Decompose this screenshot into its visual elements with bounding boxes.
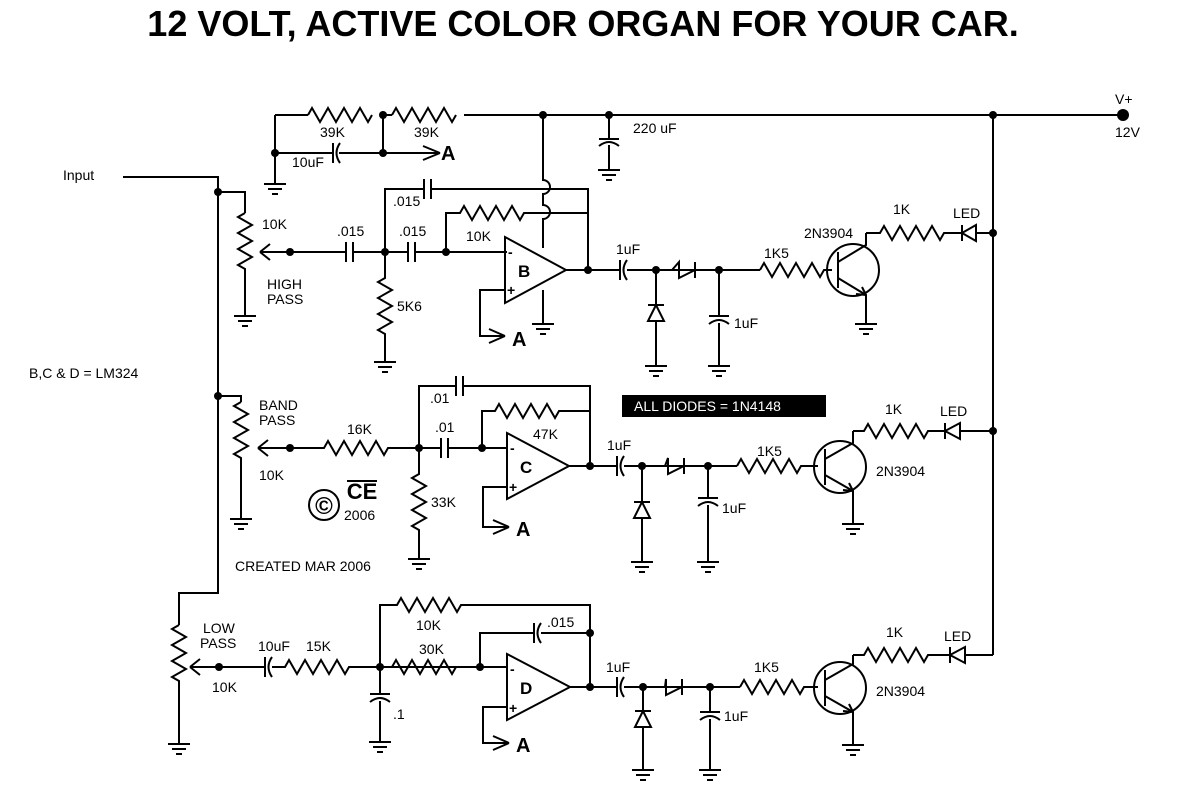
low-bias-node-label: A: [516, 735, 530, 757]
low-rled-label: 1K: [886, 624, 904, 640]
high-cfilt-label: 1uF: [734, 315, 758, 331]
opamp-c: [506, 431, 572, 501]
vplus-terminal: [1117, 109, 1129, 121]
band-led-label: LED: [940, 403, 967, 419]
high-bias-node-label: A: [512, 329, 526, 351]
high-pot-label-2: PASS: [267, 291, 303, 307]
low-cout-label: 1uF: [606, 659, 630, 675]
svg-text:-: -: [510, 440, 515, 456]
band-c1-label: .01: [435, 419, 455, 435]
ic-note: B,C & D = LM324: [29, 365, 139, 381]
opamp-d: [506, 652, 573, 722]
low-pass-channel: LOW PASS 10K 10uF 15K 30K .1 10K .015 D …: [167, 595, 993, 781]
page-title: 12 VOLT, ACTIVE COLOR ORGAN FOR YOUR CAR…: [147, 3, 1018, 44]
opamp-b: [504, 235, 569, 305]
low-rfb-outer-label: 10K: [416, 617, 442, 633]
low-led-label: LED: [944, 628, 971, 644]
high-rgnd-label: 5K6: [397, 298, 422, 314]
low-pot-label-2: PASS: [200, 635, 236, 651]
svg-text:+: +: [509, 700, 517, 716]
svg-text:+: +: [507, 282, 515, 298]
band-rgnd-label: 33K: [431, 494, 457, 510]
band-bias-node-label: A: [516, 519, 530, 541]
high-rled-label: 1K: [893, 201, 911, 217]
band-transistor-label: 2N3904: [876, 463, 925, 479]
opamp-c-label: C: [520, 458, 532, 477]
band-pot-label: 10K: [259, 467, 285, 483]
high-pot-label: 10K: [262, 216, 288, 232]
input-label: Input: [63, 167, 94, 183]
created-note: CREATED MAR 2006: [235, 558, 371, 574]
diodes-note: ALL DIODES = 1N4148: [634, 398, 781, 414]
low-pot-label-1: LOW: [203, 620, 236, 636]
bias-r2-label: 39K: [414, 124, 440, 140]
band-pass-channel: BAND PASS 10K 16K .01 .01 47K 33K C - + …: [229, 376, 993, 574]
supply-cap-label: 220 uF: [633, 120, 677, 136]
band-cfb-label: .01: [430, 390, 450, 406]
bias-r1-label: 39K: [320, 124, 346, 140]
band-pot-label-2: PASS: [259, 412, 295, 428]
high-transistor-label: 2N3904: [804, 225, 853, 241]
opamp-b-label: B: [518, 262, 530, 281]
band-cfilt-label: 1uF: [722, 500, 746, 516]
supply-rail: V+ 12V 220 uF: [539, 91, 1141, 655]
diodes-note-box: [622, 395, 826, 417]
band-rin-label: 16K: [347, 421, 373, 437]
svg-text:-: -: [510, 661, 515, 677]
logo-year: 2006: [344, 507, 375, 523]
high-pass-channel: 10K HIGH PASS .015 .015 .015 10K 5K6 B -…: [233, 115, 993, 377]
low-pot-label: 10K: [212, 679, 238, 695]
svg-text:+: +: [509, 479, 517, 495]
low-cfb-label: .015: [547, 614, 574, 630]
low-rin-label: 15K: [306, 638, 332, 654]
bias-node-label: A: [441, 143, 455, 165]
high-cfb-label: .015: [393, 193, 420, 209]
high-c1-label: .015: [337, 223, 364, 239]
bias-network: 39K 39K 10uF A: [263, 105, 543, 195]
high-c2-label: .015: [399, 223, 426, 239]
high-rbase-label: 1K5: [764, 245, 789, 261]
opamp-d-label: D: [520, 679, 532, 698]
low-transistor-label: 2N3904: [876, 683, 925, 699]
low-rbase-label: 1K5: [754, 659, 779, 675]
band-rfb-label: 47K: [533, 426, 559, 442]
svg-text:-: -: [508, 244, 513, 260]
bias-cap-label: 10uF: [292, 154, 324, 170]
high-led-label: LED: [953, 205, 980, 221]
svg-text:CE: CE: [347, 479, 378, 504]
low-cfilt-label: 1uF: [724, 708, 748, 724]
vplus-label: V+: [1115, 91, 1133, 107]
svg-text:©: ©: [315, 493, 333, 520]
band-pot-label-1: BAND: [259, 397, 298, 413]
band-rbase-label: 1K5: [757, 443, 782, 459]
supply-voltage-label: 12V: [1115, 124, 1141, 140]
band-cout-label: 1uF: [607, 437, 631, 453]
input-bus: Input B,C & D = LM324: [29, 167, 246, 625]
high-cout-label: 1uF: [616, 241, 640, 257]
band-rled-label: 1K: [885, 401, 903, 417]
low-cin-label: 10uF: [258, 638, 290, 654]
high-pot-label-1: HIGH: [267, 276, 302, 292]
low-rin2-label: 30K: [419, 641, 445, 657]
high-rfb-label: 10K: [466, 228, 492, 244]
copyright-logo: © CE 2006: [308, 479, 378, 523]
low-cgnd-label: .1: [393, 706, 405, 722]
